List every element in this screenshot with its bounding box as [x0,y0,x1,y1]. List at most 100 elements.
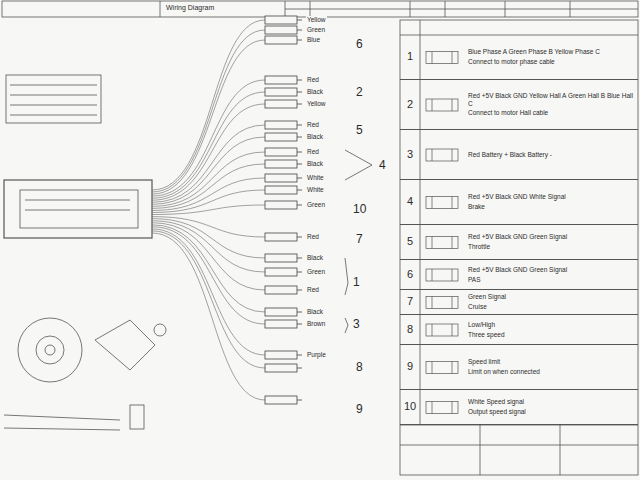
connector [265,320,297,328]
connector-icon [426,297,458,309]
connector-icon [452,149,453,161]
wire-color: Red [306,148,320,155]
table-row: 4Red +5V Black GND White SignalBrake [400,180,638,225]
connector [265,364,297,372]
lead [297,258,302,259]
lead [297,178,302,179]
lead [297,272,302,273]
description-text: Cruise [468,303,635,311]
description-text: Throttle [468,243,635,251]
connector-icon [452,197,453,209]
lead [297,125,302,126]
connector [265,100,297,108]
table-row: 3Red Battery + Black Battery - [400,130,638,180]
wire-color: Green [306,26,326,33]
table-row: 8Low/HighThree speed [400,315,638,345]
wire [152,190,265,213]
table-row: 1Blue Phase A Green Phase B Yellow Phase… [400,35,638,80]
row-description: Red Battery + Black Battery - [468,132,635,177]
connector [265,254,297,262]
callout-number: 1 [352,276,361,289]
wire-color: Green [306,201,326,208]
callout-number: 3 [352,318,361,331]
table-row: 6 Red +5V Black GND Green SignalPAS [400,260,638,290]
connector-icon [432,149,433,161]
connector-icon [432,297,433,309]
wire-color: Red [306,286,320,293]
callout-number: 9 [355,403,364,416]
connector [265,201,297,209]
row-number: 9 [400,345,420,389]
row-number: 1 [400,35,420,79]
connector-icon [426,269,458,281]
row-description: White Speed signalOutput speed signal [468,392,635,422]
connector-icon [426,324,458,336]
connector [265,286,297,294]
wire [152,40,265,194]
connector-icon [426,237,458,249]
row-number: 6 [400,260,420,289]
connector [265,160,297,168]
table-row: 10White Speed signalOutput speed signal [400,390,638,425]
connector [265,26,297,34]
connector-icon [452,52,453,64]
row-description: Green SignalCruise [468,292,635,312]
wire-color: Red [306,76,320,83]
description-text: Connect to motor phase cable [468,58,635,66]
connector-icon [452,362,453,374]
header-frame [2,1,638,17]
description-text: Output speed signal [468,408,635,416]
wire-color: Yellow [306,16,327,23]
connector [265,396,297,404]
callout-number: 10 [352,203,367,216]
callout-number: 4 [378,159,387,172]
row-number: 4 [400,180,420,224]
lead [297,152,302,153]
connector [265,88,297,96]
connector [265,351,297,359]
lead [297,312,302,313]
connector-icon [452,237,453,249]
wire [152,231,265,368]
connector-icon [452,99,453,111]
wire-color: Blue [306,36,321,43]
callout-number: 8 [355,361,364,374]
lead [297,137,302,138]
wire-color: Black [306,88,324,95]
connector-icon [426,99,458,111]
connector-icon [432,324,433,336]
callout-number: 6 [355,38,364,51]
wire-color: Black [306,254,324,261]
connector-icon [426,52,458,64]
connector-icon [432,197,433,209]
wire [152,221,265,272]
description-text: Red +5V Black GND Yellow Hall A Green Ha… [468,92,635,108]
connector [265,186,297,194]
lead [297,368,302,369]
connector-icon [432,269,433,281]
wire [152,205,265,215]
wire [152,227,265,324]
wire [152,233,265,400]
table-row: 2Red +5V Black GND Yellow Hall A Green H… [400,80,638,130]
connector-icon [432,52,433,64]
lead [297,355,302,356]
row-description: Low/HighThree speed [468,317,635,342]
connector [265,121,297,129]
description-text: White Speed signal [468,398,635,406]
wire [152,104,265,200]
connector-icon [426,402,458,414]
lead [297,290,302,291]
row-number: 5 [400,225,420,259]
row-number: 7 [400,290,420,314]
wire-color: Red [306,233,320,240]
connector-icon [426,149,458,161]
table-row: 7 Green SignalCruise [400,290,638,315]
connector-icon [426,362,458,374]
row-description: Red +5V Black GND Green SignalPAS [468,262,635,287]
lead [297,190,302,191]
row-description: Red +5V Black GND Green SignalThrottle [468,227,635,257]
wire [152,80,265,196]
callout-number: 5 [355,124,364,137]
row-description: Speed limitLimit on when connected [468,347,635,387]
